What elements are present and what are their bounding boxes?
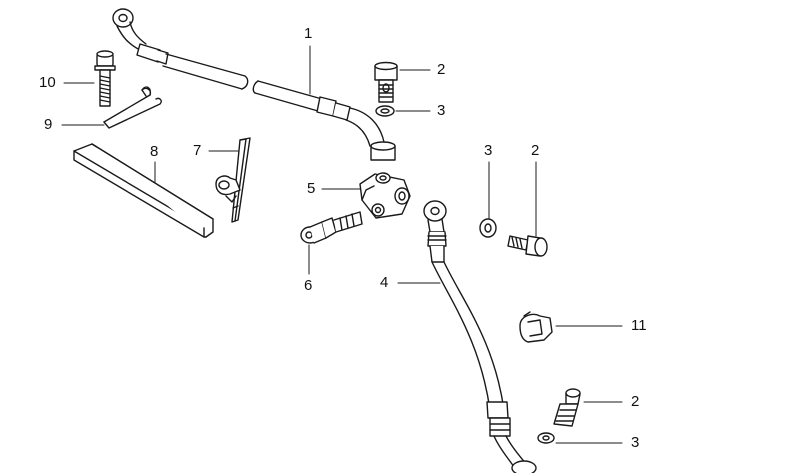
callout-6: 6 xyxy=(304,277,313,294)
callout-2-upper: 2 xyxy=(437,61,446,78)
callout-3-middle: 3 xyxy=(484,142,493,159)
washer-lower xyxy=(537,432,555,444)
banjo-bolt-lower xyxy=(553,388,581,427)
callout-3-upper: 3 xyxy=(437,102,446,119)
spring-clip-part-9 xyxy=(103,86,162,129)
callout-5: 5 xyxy=(307,180,316,197)
leader-lines xyxy=(61,45,623,444)
banjo-bolt-middle xyxy=(507,235,548,257)
callout-2-middle: 2 xyxy=(531,142,540,159)
callout-1: 1 xyxy=(304,25,313,42)
callout-2-lower: 2 xyxy=(631,393,640,410)
banjo-bolt-upper xyxy=(374,61,398,103)
clip-part-11 xyxy=(519,311,553,343)
bolt-part-10 xyxy=(94,50,116,107)
callout-10: 10 xyxy=(39,74,56,91)
brake-hose-part-4 xyxy=(423,200,537,473)
callout-3-lower: 3 xyxy=(631,434,640,451)
washer-upper xyxy=(375,105,395,117)
callout-4: 4 xyxy=(380,274,389,291)
callout-7: 7 xyxy=(193,142,202,159)
distributor-block-part-5 xyxy=(359,172,411,219)
callout-11: 11 xyxy=(631,317,647,334)
brake-pipe-upper xyxy=(112,8,396,161)
cable-holder-part-7 xyxy=(215,137,251,223)
callout-9: 9 xyxy=(44,116,53,133)
bleeder-screw-part-6 xyxy=(300,211,363,244)
washer-middle xyxy=(479,218,497,238)
callout-8: 8 xyxy=(150,143,159,160)
rubber-strip-part-8 xyxy=(73,143,214,238)
